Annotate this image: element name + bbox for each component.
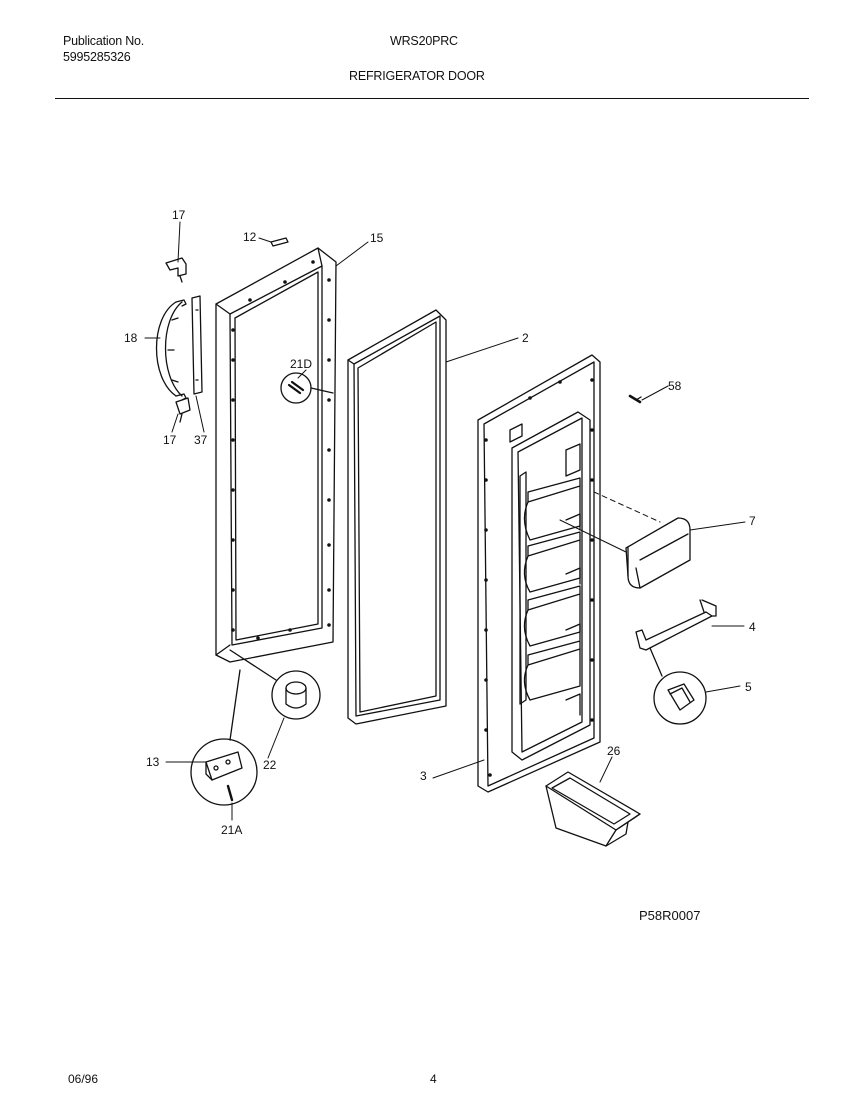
part-4-shelf-bar [635,599,717,651]
publication-number: 5995285326 [63,50,131,64]
part-12-cap [270,237,289,247]
callout-17-bottom: 17 [163,433,177,447]
page-number: 4 [430,1072,437,1086]
part-58-screw [628,394,642,404]
footer-date: 06/96 [68,1072,99,1086]
callout-37: 37 [194,433,208,447]
callout-labels: 17 12 15 18 21D 2 58 17 37 7 4 5 13 22 2… [124,208,756,837]
header-rule [55,98,809,99]
part-17-bottom-clip [175,397,191,423]
part-13-hinge-detail [190,669,258,806]
callout-18: 18 [124,331,138,345]
callout-2: 2 [522,331,529,345]
leader-lines [144,221,746,821]
callout-17-top: 17 [172,208,186,222]
callout-26: 26 [607,744,621,758]
diagram-reference-code: P58R0007 [639,908,701,923]
door-outer-panel [215,247,337,663]
callout-58: 58 [668,379,682,393]
publication-label: Publication No. [63,34,145,48]
door-gasket [347,309,447,725]
part-7-dispenser-cover [559,491,691,589]
part-37-trim-strip [191,295,203,395]
callout-5: 5 [745,680,752,694]
callout-22: 22 [263,758,277,772]
callout-3: 3 [420,769,427,783]
door-inner-liner [477,354,601,793]
section-title: REFRIGERATOR DOOR [349,69,485,83]
callout-15: 15 [370,231,384,245]
part-26-bin [545,771,641,847]
callout-21d: 21D [290,357,312,371]
callout-21a: 21A [221,823,242,837]
model-number: WRS20PRC [390,34,458,48]
part-5-detail [649,647,707,725]
callout-12: 12 [243,230,257,244]
part-17-top-clip [165,257,187,283]
part-18-handle [155,299,187,401]
part-21d-screw-detail [280,372,334,404]
callout-4: 4 [749,620,756,634]
part-22-detail [229,649,321,720]
callout-7: 7 [749,514,756,528]
callout-13: 13 [146,755,160,769]
